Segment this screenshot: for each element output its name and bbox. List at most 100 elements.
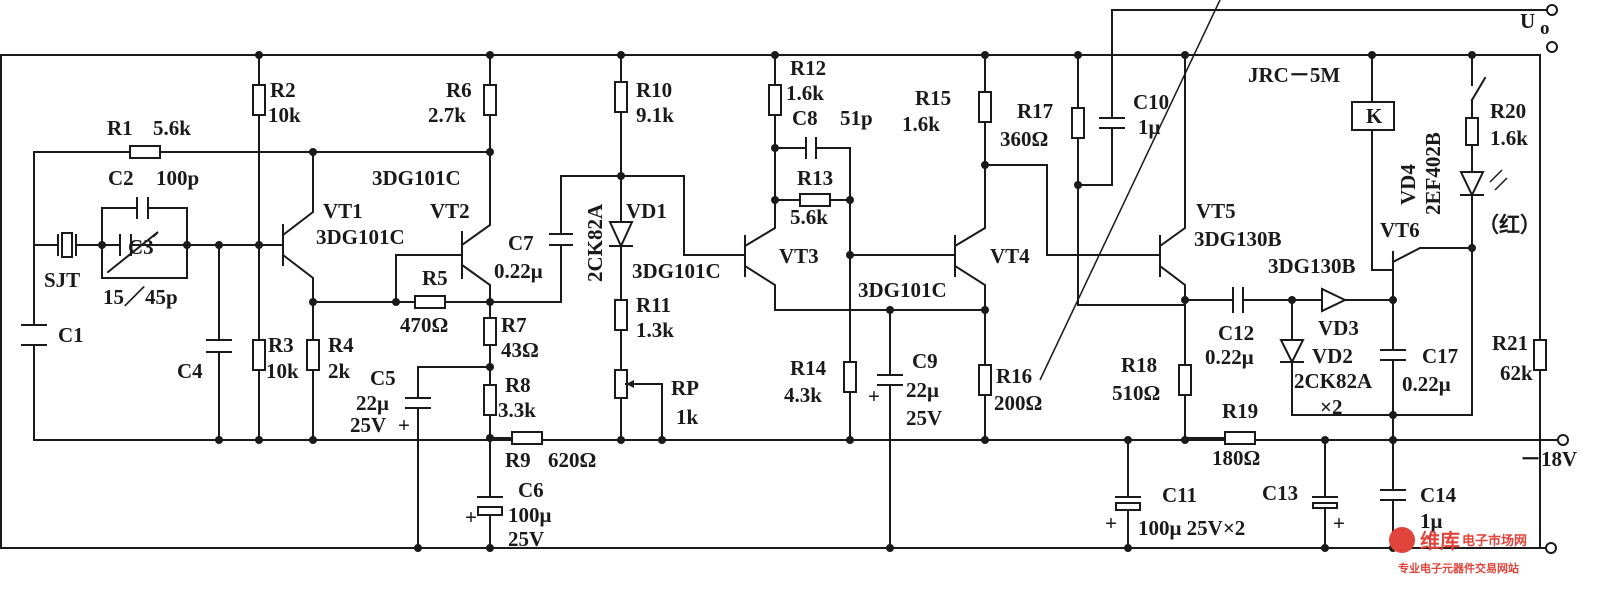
label-c6: C6 — [518, 478, 544, 502]
label-c6-value: 100μ — [508, 503, 552, 527]
label-r16-value: 200Ω — [994, 391, 1042, 415]
label-r7-value: 43Ω — [501, 338, 539, 362]
svg-text:+: + — [868, 384, 880, 408]
label-vd2: VD2 — [1312, 344, 1353, 368]
terminal-neg18v — [1557, 434, 1569, 446]
label-c10: C10 — [1133, 90, 1169, 114]
label-c9: C9 — [912, 349, 938, 373]
watermark-slogan: 专业电子元器件交易网站 — [1398, 561, 1519, 575]
svg-text:+: + — [465, 505, 477, 529]
label-c12: C12 — [1218, 321, 1254, 345]
label-vt2-type: 3DG101C — [372, 166, 461, 190]
label-vd3: VD3 — [1318, 316, 1359, 340]
label-vt2: VT2 — [430, 199, 470, 223]
relay-coil — [1351, 101, 1395, 131]
label-vt1-type: 3DG101C — [316, 225, 405, 249]
label-vd4-type: 2EF402B — [1421, 132, 1445, 215]
label-c4: C4 — [177, 359, 203, 383]
potentiometer-wiper-arrow — [626, 380, 634, 388]
label-vd1-type: 2CK82A — [583, 203, 607, 282]
label-vt4: VT4 — [990, 244, 1030, 268]
label-u0-sub: o — [1540, 18, 1550, 39]
label-r12: R12 — [790, 56, 826, 80]
label-r13: R13 — [797, 166, 833, 190]
label-r15-value: 1.6k — [902, 112, 940, 136]
resistor-r9 — [511, 431, 543, 445]
label-c17: C17 — [1422, 344, 1458, 368]
label-c10-value: 1μ — [1138, 115, 1161, 139]
label-vd4-color: （红） — [1478, 213, 1541, 237]
label-c14: C14 — [1420, 483, 1457, 507]
label-vd1: VD1 — [626, 199, 667, 223]
label-r17: R17 — [1017, 99, 1053, 123]
label-r20-value: 1.6k — [1490, 126, 1528, 150]
label-vt4-type: 3DG101C — [858, 278, 947, 302]
label-r15: R15 — [915, 86, 951, 110]
label-r14: R14 — [790, 356, 827, 380]
resistor-r13 — [799, 193, 831, 207]
resistor-r7 — [483, 317, 497, 346]
resistor-r15 — [978, 91, 992, 123]
bottom-rail — [0, 54, 1547, 549]
resistor-r19 — [1224, 431, 1256, 445]
label-r3: R3 — [268, 333, 294, 357]
label-r21: R21 — [1492, 331, 1528, 355]
terminal-ground — [1545, 542, 1557, 554]
terminal-u0-top — [1546, 4, 1558, 16]
resistor-r5 — [414, 295, 446, 309]
label-r5: R5 — [422, 266, 448, 290]
diodes — [608, 169, 1508, 365]
label-r20: R20 — [1490, 99, 1526, 123]
label-c7: C7 — [508, 231, 534, 255]
label-vt3: VT3 — [779, 244, 819, 268]
label-c11-value: 100μ 25V×2 — [1138, 516, 1245, 540]
label-r18-value: 510Ω — [1112, 381, 1160, 405]
label-vt5-type: 3DG130B — [1194, 227, 1282, 251]
label-c8: C8 — [792, 106, 818, 130]
capacitors — [21, 117, 1406, 516]
relay-jrc5m — [1351, 76, 1487, 131]
svg-text:+: + — [1105, 511, 1117, 535]
label-r2: R2 — [270, 78, 296, 102]
label-r2-value: 10k — [268, 103, 301, 127]
resistor-r3 — [252, 339, 266, 371]
watermark-site: 电子市场网 — [1462, 533, 1527, 549]
wires — [0, 0, 1559, 549]
label-r5-value: 470Ω — [400, 313, 448, 337]
label-vt3-type: 3DG101C — [632, 259, 721, 283]
label-r18: R18 — [1121, 353, 1157, 377]
resistor-r21 — [1533, 339, 1547, 371]
svg-text:+: + — [398, 413, 410, 437]
relay-contact-switch — [1470, 76, 1487, 102]
label-r13-value: 5.6k — [790, 205, 828, 229]
label-c7-value: 0.22μ — [494, 259, 543, 283]
crystal-sjt — [57, 232, 77, 258]
label-c9-voltage: 25V — [906, 406, 942, 430]
resistor-r16 — [978, 364, 992, 396]
label-sjt: SJT — [44, 268, 80, 292]
label-c9-value: 22μ — [906, 378, 939, 402]
label-c13: C13 — [1262, 481, 1298, 505]
label-vt6: VT6 — [1380, 218, 1420, 242]
resistor-r8 — [483, 384, 497, 416]
label-rp-value: 1k — [676, 405, 699, 429]
label-r9: R9 — [505, 448, 531, 472]
label-c2-value: 100p — [156, 166, 199, 190]
label-r6-value: 2.7k — [428, 103, 466, 127]
label-c3-value: 15／45p — [103, 285, 178, 309]
watermark-logo-icon — [1389, 527, 1415, 553]
label-r1-value: 5.6k — [153, 116, 191, 140]
label-r17-value: 360Ω — [1000, 127, 1048, 151]
label-supply: －18V — [1520, 447, 1577, 471]
label-r1: R1 — [107, 116, 133, 140]
label-r11: R11 — [636, 293, 671, 317]
watermark: 维库 电子市场网 专业电子元器件交易网站 — [1389, 527, 1527, 575]
terminals — [1545, 4, 1569, 554]
label-u0: U — [1520, 9, 1535, 33]
label-r19: R19 — [1222, 399, 1258, 423]
label-vt5: VT5 — [1196, 199, 1236, 223]
label-c11: C11 — [1162, 483, 1197, 507]
diode-vd3 — [1321, 287, 1348, 313]
